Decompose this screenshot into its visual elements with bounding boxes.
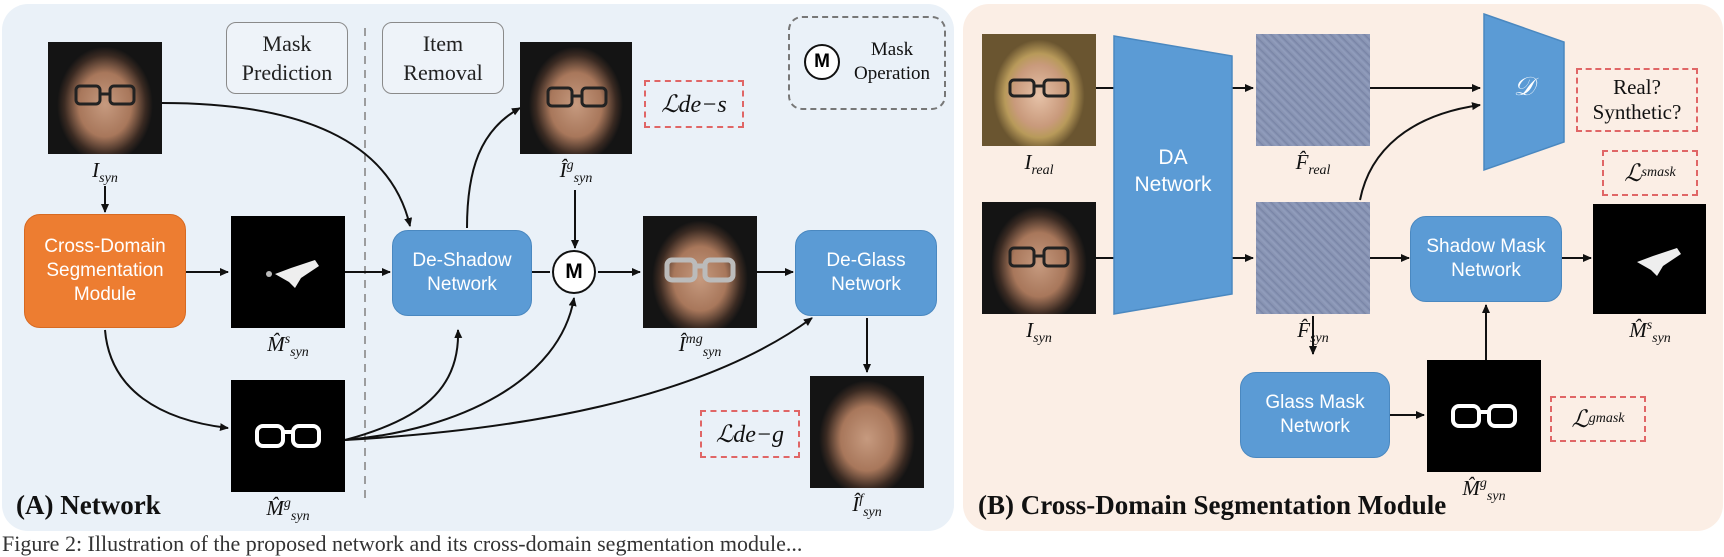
- cross-domain-line3: Module: [73, 284, 137, 305]
- label-f-syn: F̂syn: [1297, 318, 1329, 347]
- figure-caption: Figure 2: Illustration of the proposed n…: [2, 531, 803, 556]
- de-shadow-line2: Network: [427, 274, 497, 295]
- glasses-overlay-icon: [1008, 78, 1070, 98]
- label-i-mg-syn: Îmgsyn: [678, 332, 722, 361]
- glasses-gray-icon: [664, 257, 736, 283]
- panel-a-title: (A) Network: [16, 490, 161, 520]
- shadow-mask-network: Shadow Mask Network: [1410, 216, 1562, 302]
- glass-mask-output-image: [1427, 360, 1541, 472]
- glasses-mask-icon: [1451, 404, 1517, 428]
- legend-line1: Mask: [870, 39, 914, 60]
- synthetic-face-image-b: [982, 202, 1096, 314]
- panel-b-title: (B) Cross-Domain Segmentation Module: [978, 490, 1447, 520]
- de-shadow-line1: De-Shadow: [412, 250, 512, 271]
- label-m-g-syn: M̂gsyn: [266, 496, 310, 525]
- loss-de-s: ℒde−s: [644, 80, 744, 128]
- cross-domain-segmentation-module: Cross-Domain Segmentation Module: [24, 214, 186, 328]
- shadow-mask-shape: [266, 260, 319, 288]
- label-m-s-syn: M̂ssyn: [267, 332, 309, 361]
- mask-operation-legend: M Mask Operation: [788, 16, 946, 110]
- shadow-mask-shape: [1637, 248, 1681, 276]
- de-glass-network: De-Glass Network: [795, 230, 937, 316]
- mask-operation-node: M: [552, 250, 596, 294]
- glass-mask-network: Glass Mask Network: [1240, 372, 1390, 458]
- real-face-image: [982, 34, 1096, 146]
- label-m-g-syn-b: M̂gsyn: [1462, 476, 1506, 505]
- masked-face-image: [643, 216, 757, 328]
- glass-mask-line2: Network: [1280, 416, 1350, 437]
- da-network-shape: [1113, 35, 1233, 315]
- da-network-line2: Network: [1134, 173, 1212, 196]
- loss-de-g: ℒde−g: [700, 410, 800, 458]
- da-network-line1: DA: [1158, 146, 1188, 169]
- shadow-mask-output-image: [1593, 204, 1706, 314]
- cross-domain-line2: Segmentation: [46, 260, 164, 281]
- glasses-overlay-icon: [1008, 246, 1070, 268]
- glasses-mask-icon: [255, 424, 321, 448]
- mask-prediction-line1: Mask: [262, 31, 312, 56]
- de-glass-line2: Network: [831, 274, 901, 295]
- glass-mask-image: [231, 380, 345, 492]
- item-removal-label: Item Removal: [382, 22, 504, 94]
- label-i-g-syn: Îgsyn: [559, 158, 593, 187]
- mask-prediction-label: Mask Prediction: [226, 22, 348, 94]
- label-i-real: Ireal: [1024, 150, 1054, 179]
- deshadowed-face-image: [520, 42, 632, 154]
- glass-mask-line1: Glass Mask: [1265, 392, 1365, 413]
- cross-domain-line1: Cross-Domain: [44, 236, 166, 257]
- synthetic-question: Synthetic?: [1592, 100, 1682, 124]
- de-shadow-network: De-Shadow Network: [392, 230, 532, 316]
- mask-operation-legend-icon: M: [804, 44, 840, 80]
- shadow-mask-image: [231, 216, 345, 328]
- synthetic-face-image: [48, 42, 162, 154]
- discriminator-node: 𝒟: [1513, 72, 1535, 101]
- glasses-overlay-icon: [74, 84, 136, 106]
- label-i-syn: Isyn: [92, 158, 118, 187]
- label-i-syn-b: Isyn: [1026, 318, 1052, 347]
- item-removal-line1: Item: [422, 31, 464, 56]
- label-f-real: F̂real: [1295, 150, 1331, 179]
- final-output-face-image: [810, 376, 924, 488]
- synthetic-feature-map: [1256, 202, 1370, 314]
- glasses-overlay-icon: [546, 86, 608, 108]
- real-question: Real?: [1613, 75, 1661, 99]
- mask-prediction-line2: Prediction: [241, 60, 333, 85]
- label-m-s-syn-b: M̂ssyn: [1629, 318, 1671, 347]
- discriminator-shape: [1483, 12, 1565, 172]
- shadow-mask-line1: Shadow Mask: [1426, 236, 1546, 257]
- mask-operation-legend-text: Mask Operation: [846, 38, 938, 86]
- legend-line2: Operation: [854, 63, 930, 84]
- item-removal-line2: Removal: [403, 60, 483, 85]
- real-synthetic-output: Real? Synthetic?: [1576, 68, 1698, 132]
- label-i-f-syn: Îfsyn: [852, 492, 882, 521]
- real-feature-map: [1256, 34, 1370, 146]
- de-glass-line1: De-Glass: [826, 250, 906, 271]
- shadow-mask-line2: Network: [1451, 260, 1521, 281]
- da-network: DA Network: [1112, 144, 1234, 198]
